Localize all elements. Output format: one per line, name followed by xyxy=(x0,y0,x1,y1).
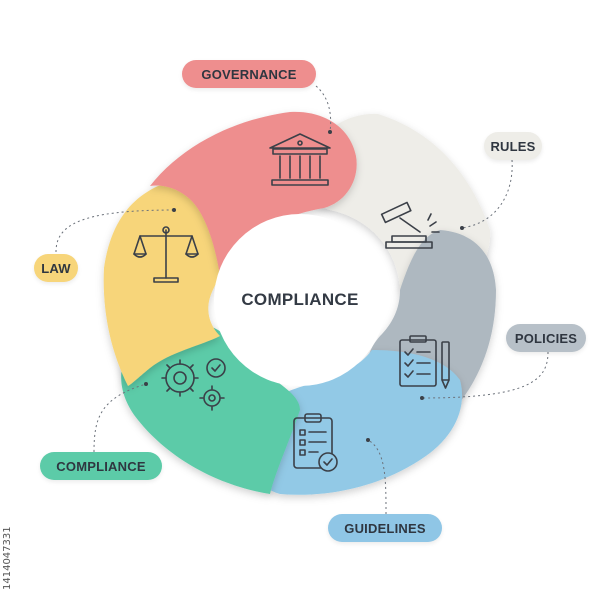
connector-compliance xyxy=(93,383,147,453)
connector-dot-governance xyxy=(328,130,332,134)
connector-dot-law xyxy=(172,208,176,212)
connector-dot-rules xyxy=(460,226,464,230)
connector-dot-compliance xyxy=(144,382,148,386)
connector-law xyxy=(55,209,175,253)
label-guidelines: GUIDELINES xyxy=(328,514,442,542)
gavel-icon xyxy=(380,201,440,249)
scales-icon xyxy=(133,226,199,283)
gears-check-icon xyxy=(161,358,226,411)
label-rules: RULES xyxy=(484,132,542,160)
connector-guidelines xyxy=(367,439,387,515)
connector-dot-guidelines xyxy=(366,438,370,442)
clipboard-checklist-pencil-icon xyxy=(399,335,450,389)
center-circle xyxy=(214,214,386,386)
segment-law xyxy=(103,183,230,386)
segment-governance xyxy=(150,111,357,276)
clipboard-check-icon xyxy=(293,413,338,472)
center-title: COMPLIANCE xyxy=(241,290,359,309)
label-governance: GOVERNANCE xyxy=(182,60,316,88)
label-compliance: COMPLIANCE xyxy=(40,452,162,480)
connector-rules xyxy=(461,159,513,229)
connector-governance xyxy=(315,85,332,133)
connector-dot-policies xyxy=(420,396,424,400)
watermark-id: 1414047331 xyxy=(2,526,13,590)
building-columns-icon xyxy=(269,133,331,186)
label-policies: POLICIES xyxy=(506,324,586,352)
label-law: LAW xyxy=(34,254,78,282)
